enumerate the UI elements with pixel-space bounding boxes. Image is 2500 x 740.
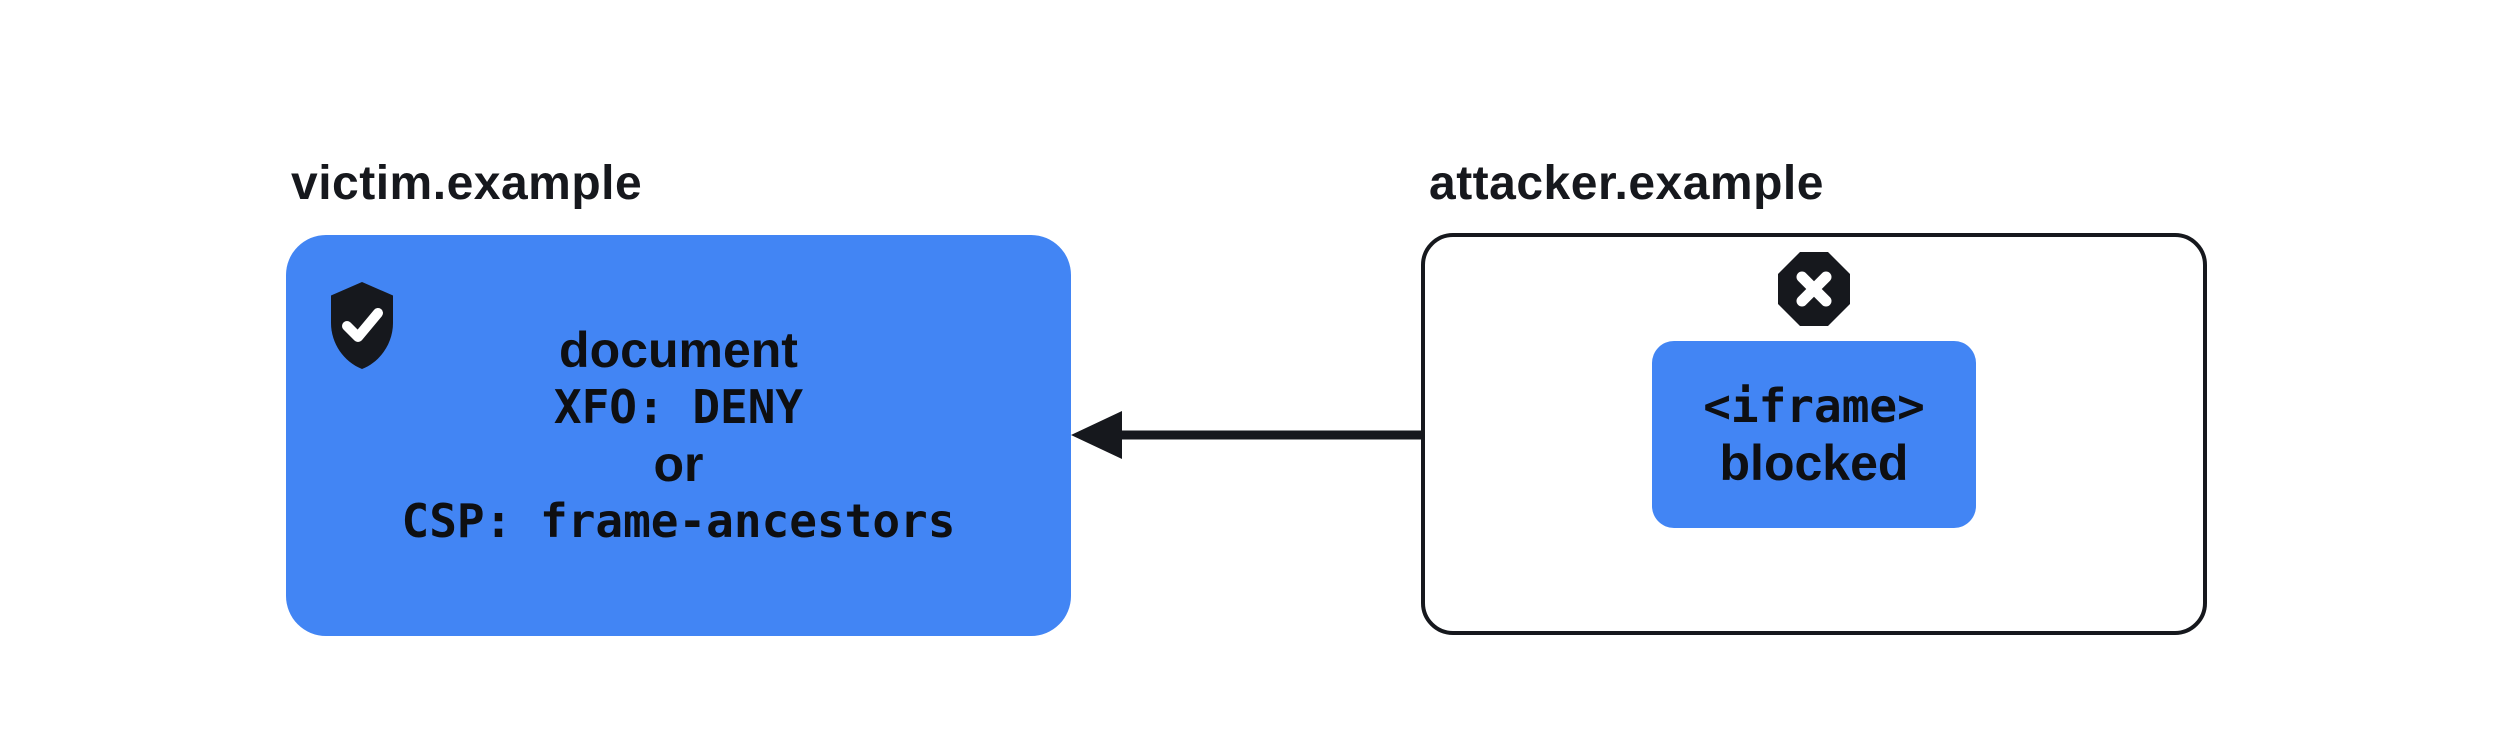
xfo-deny-code: XFO: DENY xyxy=(553,379,804,434)
or-label: or xyxy=(653,435,704,492)
blocked-iframe-box: <iframe> blocked xyxy=(1652,341,1976,528)
victim-card-text: document XFO: DENY or CSP: frame-ancesto… xyxy=(286,235,1071,636)
document-label: document xyxy=(559,321,798,378)
iframe-tag-code: <iframe> xyxy=(1703,378,1925,433)
attacker-page-card: <iframe> blocked xyxy=(1421,233,2207,635)
shield-check-icon xyxy=(331,282,393,369)
victim-domain-label: victim.example xyxy=(291,157,643,210)
blocked-label: blocked xyxy=(1719,434,1909,491)
attacker-domain-label: attacker.example xyxy=(1429,157,1824,210)
blocked-x-octagon-icon xyxy=(1778,252,1850,326)
iframe-box-text: <iframe> blocked xyxy=(1652,341,1976,528)
victim-document-card: document XFO: DENY or CSP: frame-ancesto… xyxy=(286,235,1071,636)
csp-frame-ancestors-code: CSP: frame-ancestors xyxy=(401,493,956,548)
